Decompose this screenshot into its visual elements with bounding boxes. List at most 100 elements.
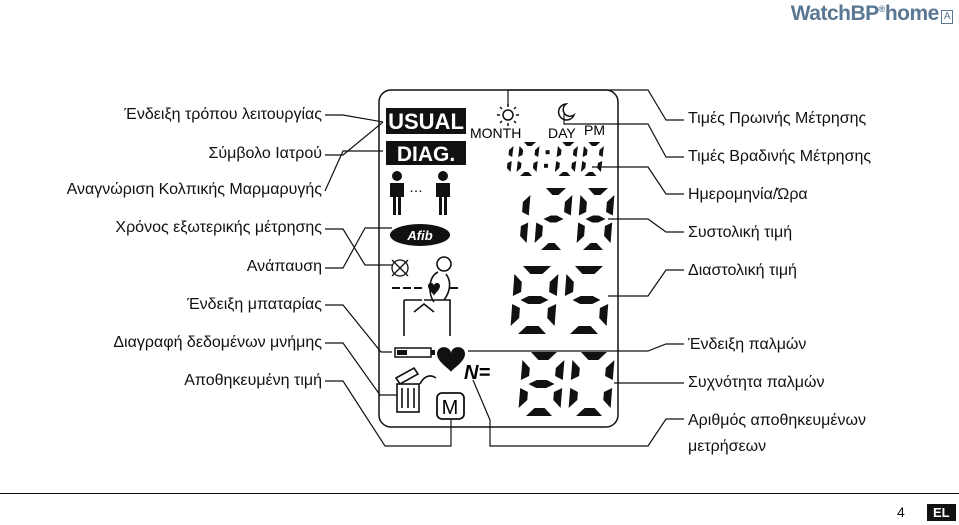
pulse-display [518, 352, 615, 416]
systolic-segment [534, 222, 543, 243]
moon-icon [557, 103, 576, 121]
time-segment [524, 142, 536, 146]
label-stored-count-line2: μετρήσεων [688, 438, 767, 455]
brand-variant: A [940, 10, 953, 24]
time-digit [506, 146, 514, 172]
pulse-digit [518, 352, 565, 416]
systolic-segment [578, 195, 587, 216]
diastolic-digit [564, 266, 609, 334]
time-digit [580, 142, 604, 176]
patient-icon [436, 171, 450, 215]
systolic-segment [522, 195, 531, 216]
systolic-segment [606, 195, 615, 216]
time-segment [508, 146, 514, 157]
label-external-measure-time: Χρόνος εξωτερικής μέτρησης [115, 219, 322, 236]
brand-reg: ® [878, 4, 886, 14]
time-segment [516, 161, 522, 172]
memory-text: M [442, 397, 459, 419]
label-systolic: Συστολική τιμή [688, 224, 793, 241]
pm-label: PM [584, 122, 605, 138]
systolic-segment [520, 222, 529, 243]
time-segment [582, 146, 588, 157]
doctor-dots: … [409, 179, 423, 195]
time-segment [554, 161, 560, 172]
systolic-segment [541, 243, 561, 250]
label-mode-indicator: Ένδειξη τρόπου λειτουργίας [124, 106, 322, 123]
time-digit [554, 142, 578, 176]
language-badge: EL [927, 504, 956, 521]
pulse-segment [581, 352, 607, 360]
diag-mode-box [386, 141, 466, 165]
diastolic-segment [570, 326, 598, 334]
pulse-segment [518, 388, 528, 408]
doctor-icon [390, 171, 404, 215]
usual-mode-box [386, 108, 466, 134]
diastolic-segment [599, 304, 609, 326]
diastolic-segment [520, 296, 549, 304]
usual-mode-text: USUAL [388, 109, 464, 134]
systolic-display [520, 188, 615, 250]
pulse-segment [576, 408, 602, 416]
time-segment [532, 161, 538, 172]
pulse-heart-icon [437, 347, 465, 372]
pulse-segment [568, 388, 578, 408]
battery-icon [394, 347, 435, 358]
diag-mode-text: DIAG. [397, 143, 455, 166]
time-display [506, 142, 604, 176]
diastolic-segment [564, 274, 574, 296]
time-segment [520, 172, 532, 176]
time-segment [518, 146, 524, 157]
time-colon-dot [545, 150, 550, 155]
time-segment [588, 142, 601, 146]
pulse-segment [531, 352, 557, 360]
time-segment [562, 142, 575, 146]
memory-box [436, 392, 465, 420]
time-segment [572, 146, 578, 157]
sun-icon [497, 104, 519, 126]
label-pulse-indicator: Ένδειξη παλμών [688, 336, 807, 353]
label-stored-count-line1: Αριθμός αποθηκευμένων [688, 412, 866, 429]
month-label: MONTH [470, 125, 521, 141]
pulse-segment [605, 360, 615, 380]
lcd-frame [378, 89, 619, 428]
diastolic-segment [549, 274, 559, 296]
label-memory-delete: Διαγραφή δεδομένων μνήμης [113, 334, 322, 351]
time-segment [597, 161, 603, 172]
diastolic-segment [575, 266, 603, 274]
pulse-segment [570, 360, 580, 380]
diastolic-display [510, 266, 609, 334]
external-time-icon [391, 259, 409, 277]
rest-heart-icon [428, 283, 440, 296]
label-date-time: Ημερομηνία/Ώρα [688, 186, 808, 203]
systolic-segment [546, 188, 566, 195]
label-stored-value: Αποθηκευμένη τιμή [184, 372, 322, 389]
footer-divider [0, 493, 959, 494]
n-label: N= [464, 362, 490, 384]
time-segment [558, 172, 571, 176]
label-afib-detection: Αναγνώριση Κολπικής Μαρμαρυγής [66, 181, 322, 198]
systolic-segment [543, 215, 564, 223]
label-evening-values: Τιμές Βραδινής Μέτρησης [688, 148, 872, 165]
afib-text: Afib [406, 228, 432, 243]
pulse-segment [555, 360, 565, 380]
systolic-digit [520, 195, 531, 243]
time-segment [571, 161, 577, 172]
diastolic-segment [510, 304, 520, 326]
systolic-segment [576, 222, 585, 243]
label-pulse-rate: Συχνότητα παλμών [688, 374, 825, 391]
pulse-digit [568, 352, 615, 416]
systolic-digit [534, 188, 573, 250]
systolic-segment [585, 215, 606, 223]
label-battery: Ένδειξη μπαταρίας [187, 296, 322, 313]
label-diastolic: Διαστολική τιμή [688, 262, 797, 279]
systolic-segment [588, 188, 608, 195]
day-label: DAY [548, 125, 576, 141]
time-segment [584, 172, 597, 176]
time-colon-dot [544, 163, 548, 168]
trash-icon [394, 366, 437, 413]
label-morning-values: Τιμές Πρωινής Μέτρησης [688, 110, 867, 127]
diastolic-segment [523, 266, 551, 274]
time-segment [506, 161, 512, 172]
